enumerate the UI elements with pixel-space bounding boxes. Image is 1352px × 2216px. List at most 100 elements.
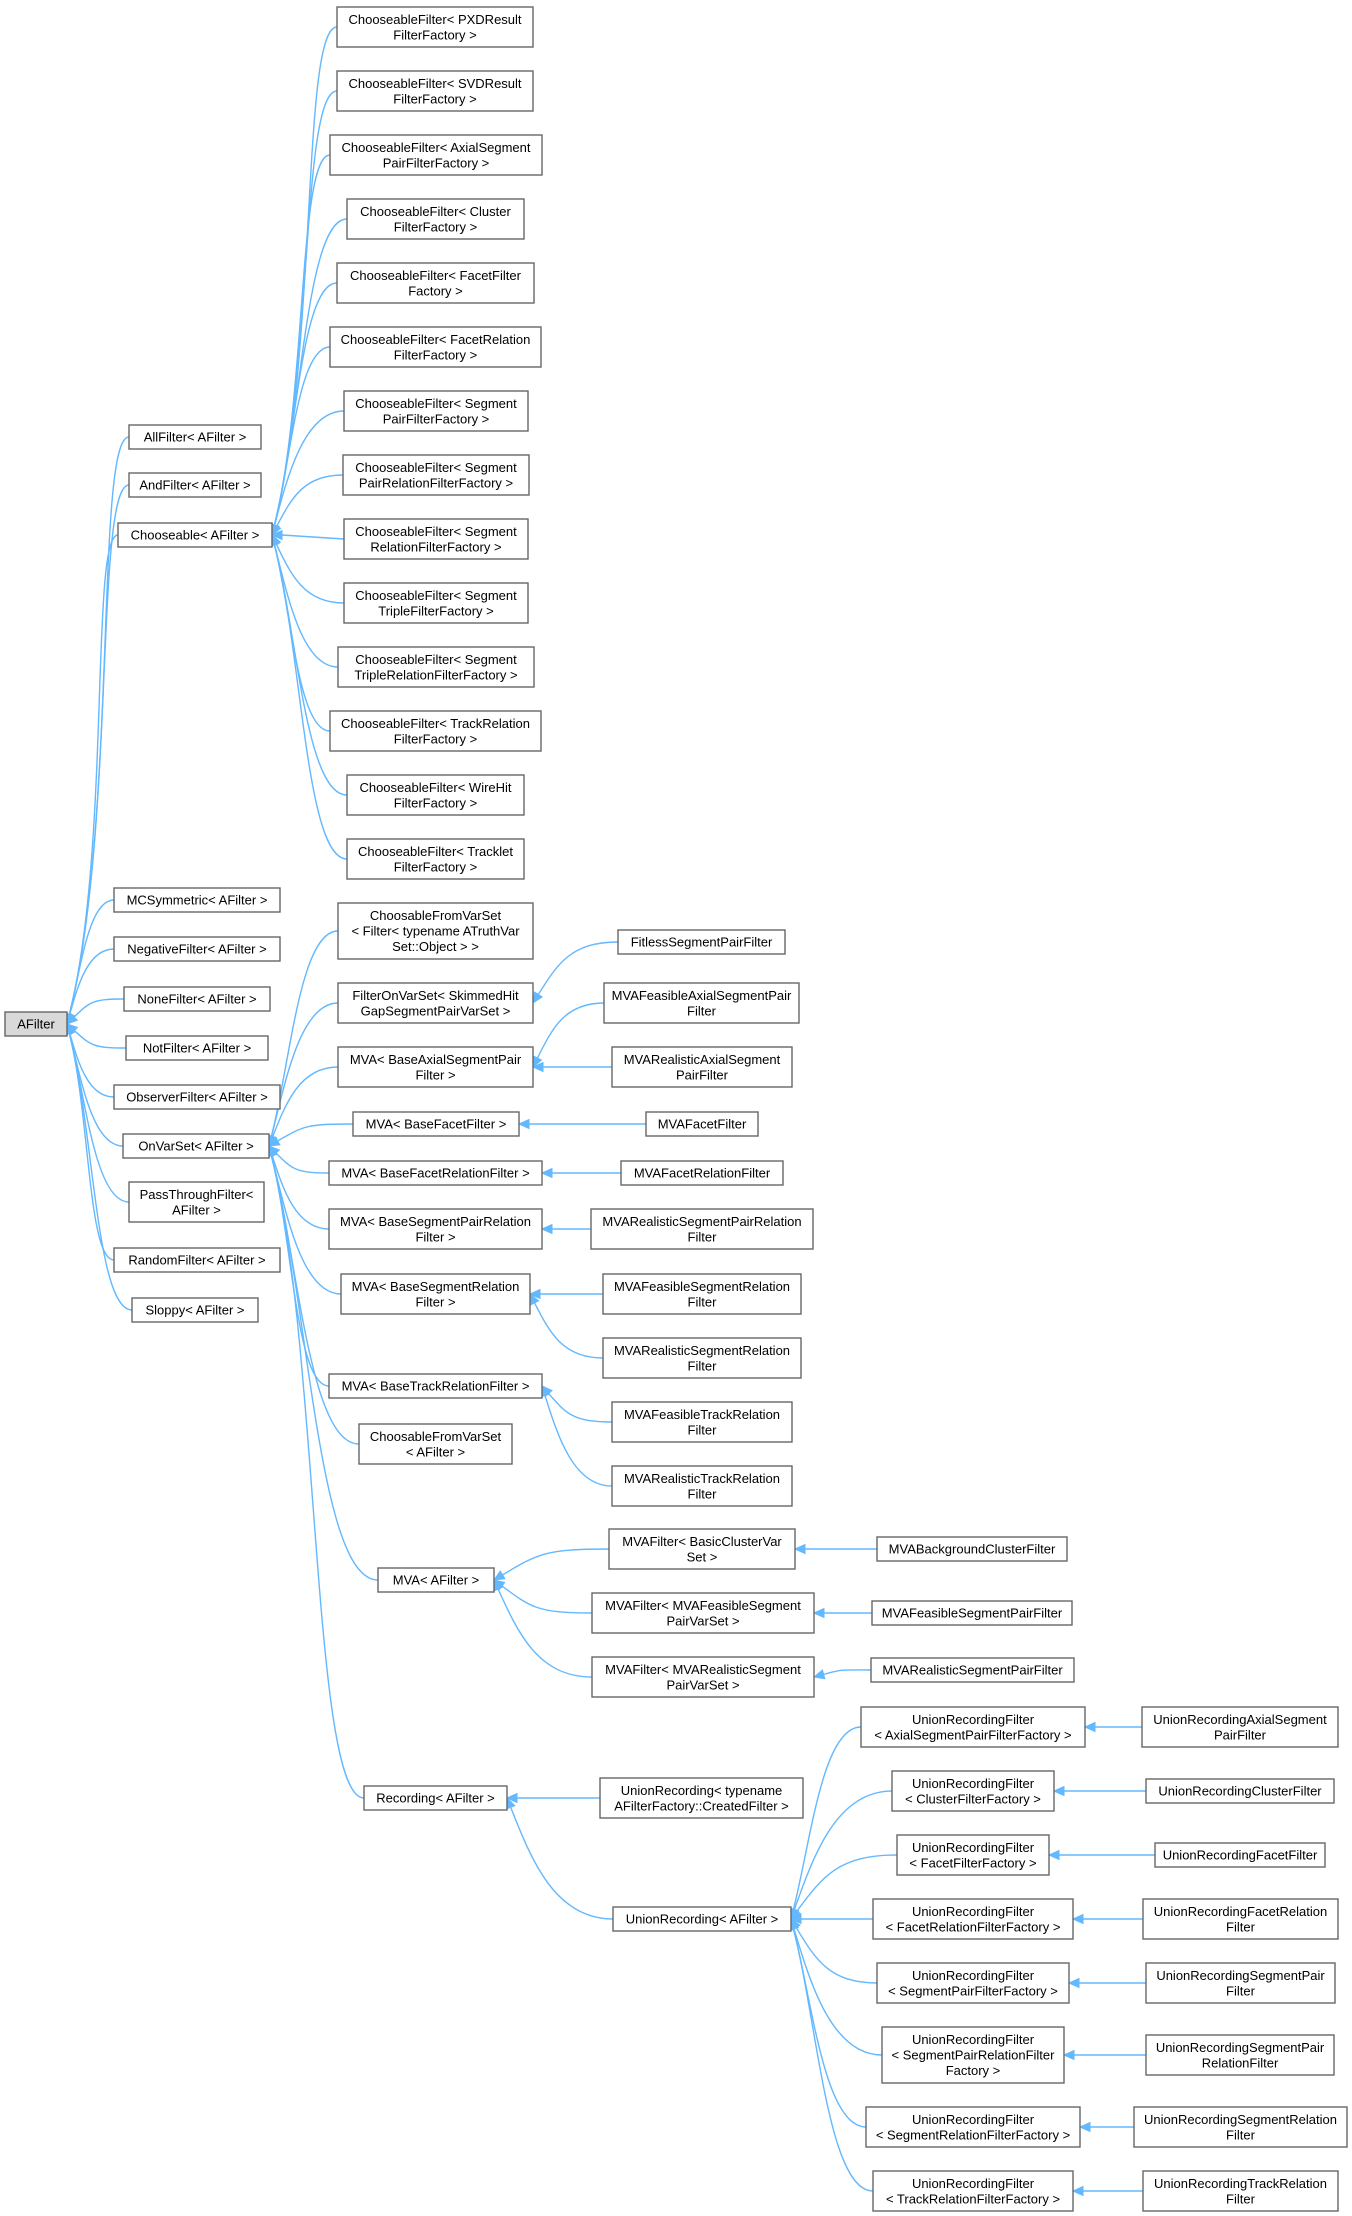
class-node-observerfilter[interactable]: ObserverFilter< AFilter > [113,1084,281,1110]
class-node-ur_facet[interactable]: UnionRecordingFacetFilter [1154,1842,1326,1868]
class-node-mvafacetrel[interactable]: MVAFacetRelationFilter [620,1160,784,1186]
class-label: UnionRecordingAxialSegment [1153,1712,1327,1727]
class-node-cf_segrel[interactable]: ChooseableFilter< SegmentRelationFilterF… [343,518,529,560]
class-node-andfilter[interactable]: AndFilter< AFilter > [128,472,262,498]
class-node-cf_tracklet[interactable]: ChooseableFilter< TrackletFilterFactory … [346,838,525,880]
class-node-mvafeas_segpair[interactable]: MVAFeasibleSegmentPairFilter [871,1600,1073,1626]
class-node-cf_axialsegpair[interactable]: ChooseableFilter< AxialSegmentPairFilter… [329,134,543,176]
class-node-mva_trackrel[interactable]: MVA< BaseTrackRelationFilter > [328,1373,543,1399]
class-label: UnionRecordingFacetRelation [1154,1904,1327,1919]
class-node-cf_trackrel[interactable]: ChooseableFilter< TrackRelationFilterFac… [329,710,542,752]
class-label: RandomFilter< AFilter > [128,1253,265,1268]
class-node-onvarset[interactable]: OnVarSet< AFilter > [122,1133,270,1159]
class-node-cf_cluster[interactable]: ChooseableFilter< ClusterFilterFactory > [346,198,525,240]
class-node-mvaf_feas[interactable]: MVAFilter< MVAFeasibleSegmentPairVarSet … [591,1592,815,1634]
class-label: UnionRecordingFilter [912,1776,1035,1791]
class-label: Set::Object > > [392,939,479,954]
class-node-urf_facetrel[interactable]: UnionRecordingFilter< FacetRelationFilte… [872,1898,1074,1940]
edge-line [281,534,345,540]
class-node-urf_segrel[interactable]: UnionRecordingFilter< SegmentRelationFil… [865,2106,1081,2148]
edge-arrowhead [517,1118,530,1130]
class-label: MCSymmetric< AFilter > [127,893,268,908]
class-node-urf_cluster[interactable]: UnionRecordingFilter< ClusterFilterFacto… [891,1770,1055,1812]
class-node-notfilter[interactable]: NotFilter< AFilter > [125,1035,269,1061]
class-node-cf_segtriple[interactable]: ChooseableFilter< SegmentTripleFilterFac… [343,582,529,624]
class-node-unionrec_typename[interactable]: UnionRecording< typenameAFilterFactory::… [599,1777,804,1819]
class-label: FilterFactory > [394,859,477,874]
class-label: TripleFilterFactory > [378,603,493,618]
class-label: GapSegmentPairVarSet > [361,1003,511,1018]
class-node-afilter[interactable]: AFilter [4,1011,68,1037]
edge-arrowhead [812,1607,825,1619]
class-node-urf_segpairrel[interactable]: UnionRecordingFilter< SegmentPairRelatio… [881,2026,1065,2084]
inheritance-edge [540,1223,591,1235]
class-node-unionrec[interactable]: UnionRecording< AFilter > [612,1906,792,1932]
class-node-mva_facetrel[interactable]: MVA< BaseFacetRelationFilter > [328,1160,543,1186]
class-node-ur_cluster[interactable]: UnionRecordingClusterFilter [1145,1778,1335,1804]
class-node-passthrough[interactable]: PassThroughFilter<AFilter > [128,1181,265,1223]
class-node-urf_segpair[interactable]: UnionRecordingFilter< SegmentPairFilterF… [876,1962,1070,2004]
class-label: < ClusterFilterFactory > [905,1791,1041,1806]
class-node-cf_segpair[interactable]: ChooseableFilter< SegmentPairFilterFacto… [343,390,529,432]
class-node-mva_facet[interactable]: MVA< BaseFacetFilter > [352,1111,520,1137]
class-label: OnVarSet< AFilter > [138,1139,253,1154]
class-node-mvabg[interactable]: MVABackgroundClusterFilter [876,1536,1068,1562]
class-node-mvafacet[interactable]: MVAFacetFilter [645,1111,759,1137]
class-node-mva_afilter[interactable]: MVA< AFilter > [377,1567,495,1593]
class-node-chooseable[interactable]: Chooseable< AFilter > [117,522,273,548]
class-node-cf_pxd[interactable]: ChooseableFilter< PXDResultFilterFactory… [336,6,534,48]
class-node-nonefilter[interactable]: NoneFilter< AFilter > [123,986,271,1012]
class-node-urf_facet[interactable]: UnionRecordingFilter< FacetFilterFactory… [896,1834,1050,1876]
class-node-mvaf_real[interactable]: MVAFilter< MVARealisticSegmentPairVarSet… [591,1656,815,1698]
class-node-cfvs_afilter[interactable]: ChoosableFromVarSet< AFilter > [358,1423,513,1465]
class-node-urf_axial[interactable]: UnionRecordingFilter< AxialSegmentPairFi… [860,1706,1086,1748]
class-box [1145,2034,1335,2076]
class-label: ChooseableFilter< FacetFilter [350,268,522,283]
class-label: < SegmentPairFilterFactory > [888,1983,1058,1998]
inheritance-edge [789,1913,873,1925]
class-label: MVAFacetRelationFilter [634,1166,771,1181]
edge-line [796,1854,898,1912]
class-node-cf_facetrel[interactable]: ChooseableFilter< FacetRelationFilterFac… [329,326,542,368]
class-node-urf_trackrel[interactable]: UnionRecordingFilter< TrackRelationFilte… [872,2170,1074,2212]
class-node-cf_svd[interactable]: ChooseableFilter< SVDResultFilterFactory… [336,70,534,112]
class-label: RelationFilter [1202,2055,1279,2070]
edge-line [273,282,338,526]
class-node-cf_segtriplerel[interactable]: ChooseableFilter< SegmentTripleRelationF… [337,646,535,688]
class-node-fovs_skimmed[interactable]: FilterOnVarSet< SkimmedHitGapSegmentPair… [337,982,534,1024]
inheritance-edge [532,1002,605,1069]
class-node-randomfilter[interactable]: RandomFilter< AFilter > [113,1247,281,1273]
class-node-recording[interactable]: Recording< AFilter > [363,1785,508,1811]
class-node-mcsymmetric[interactable]: MCSymmetric< AFilter > [113,887,281,913]
class-node-sloppy[interactable]: Sloppy< AFilter > [131,1297,259,1323]
edge-line [497,1588,593,1678]
class-node-negativefilter[interactable]: NegativeFilter< AFilter > [113,936,281,962]
class-node-fitless[interactable]: FitlessSegmentPairFilter [617,929,786,955]
class-node-cf_facet[interactable]: ChooseableFilter< FacetFilterFactory > [336,262,535,304]
class-node-cfvs_truth[interactable]: ChoosableFromVarSet< Filter< typename AT… [337,902,534,960]
class-node-mvareal_segpair[interactable]: MVARealisticSegmentPairFilter [870,1657,1075,1683]
class-node-allfilter[interactable]: AllFilter< AFilter > [128,424,262,450]
class-box [608,1528,796,1570]
class-label: Set > [687,1549,718,1564]
class-node-cf_segpairrel[interactable]: ChooseableFilter< SegmentPairRelationFil… [342,454,530,496]
class-box [602,1273,802,1315]
